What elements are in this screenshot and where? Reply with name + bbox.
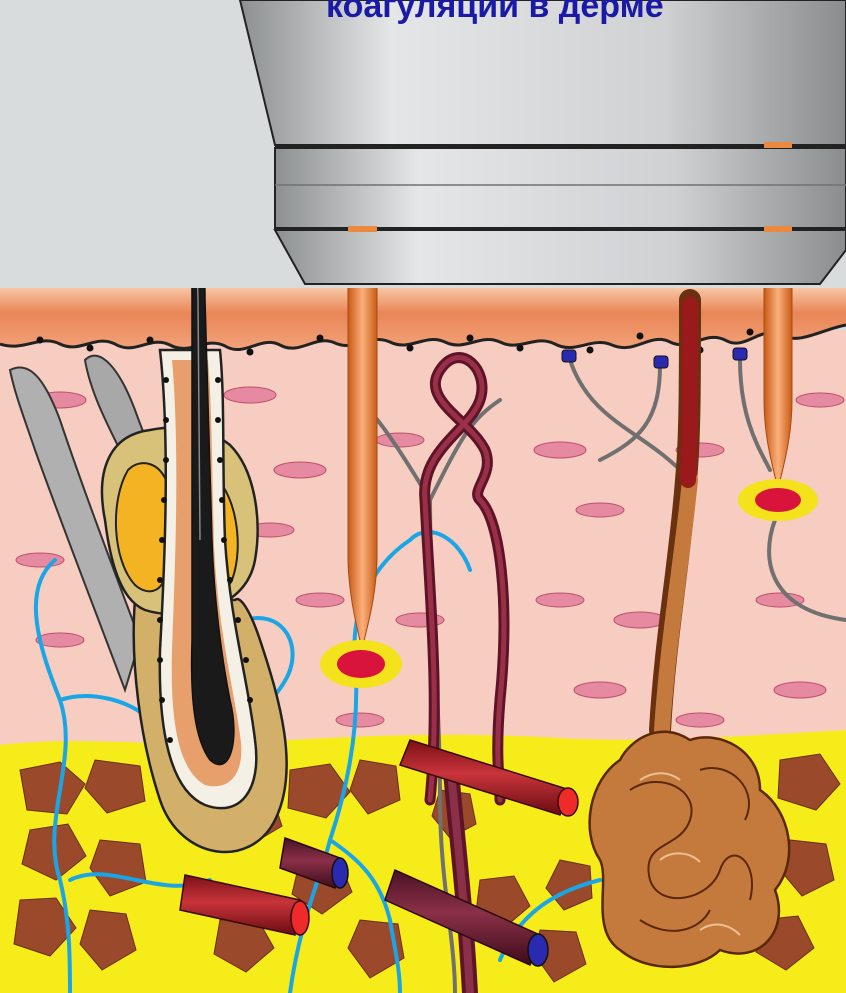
coagulation-zone-left: [320, 640, 402, 688]
laser-handpiece: [240, 0, 846, 284]
coagulation-zone-right: [738, 479, 818, 521]
laser-beam-left: [348, 284, 377, 650]
diagram-title: коагуляции в дерме: [326, 0, 826, 26]
